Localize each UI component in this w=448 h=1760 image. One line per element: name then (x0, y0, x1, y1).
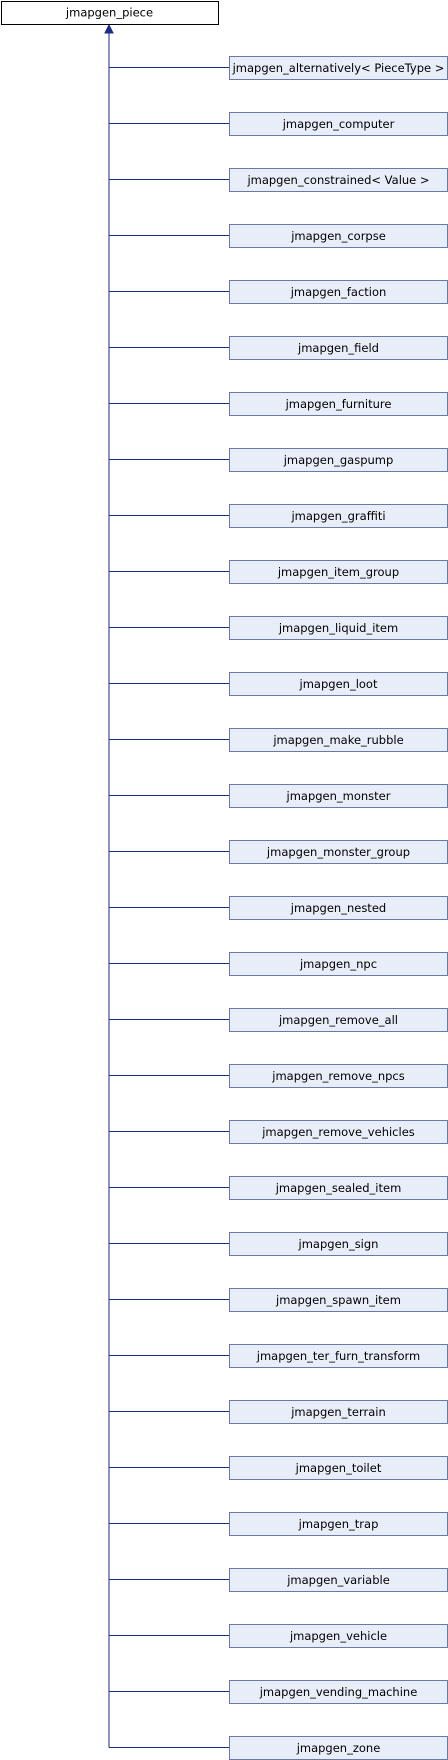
derived-class-label: jmapgen_nested (290, 901, 386, 915)
derived-class-node[interactable]: jmapgen_liquid_item (229, 616, 448, 640)
derived-class-node[interactable]: jmapgen_monster (229, 784, 448, 808)
derived-class-node[interactable]: jmapgen_remove_vehicles (229, 1120, 448, 1144)
derived-class-node[interactable]: jmapgen_alternatively< PieceType > (229, 56, 448, 80)
derived-class-label: jmapgen_monster_group (266, 845, 410, 859)
derived-class-node[interactable]: jmapgen_remove_all (229, 1008, 448, 1032)
derived-class-label: jmapgen_item_group (277, 565, 399, 579)
derived-class-node[interactable]: jmapgen_terrain (229, 1400, 448, 1424)
derived-class-label: jmapgen_graffiti (290, 509, 385, 523)
derived-class-label: jmapgen_vehicle (289, 1629, 387, 1643)
derived-class-node[interactable]: jmapgen_make_rubble (229, 728, 448, 752)
derived-class-label: jmapgen_make_rubble (272, 733, 403, 747)
derived-class-label: jmapgen_variable (286, 1573, 390, 1587)
derived-class-label: jmapgen_alternatively< PieceType > (232, 61, 445, 75)
derived-class-node[interactable]: jmapgen_furniture (229, 392, 448, 416)
derived-class-node[interactable]: jmapgen_sign (229, 1232, 448, 1256)
derived-class-node[interactable]: jmapgen_vehicle (229, 1624, 448, 1648)
base-class-node[interactable]: jmapgen_piece (1, 1, 219, 25)
derived-class-node[interactable]: jmapgen_variable (229, 1568, 448, 1592)
derived-class-node[interactable]: jmapgen_toilet (229, 1456, 448, 1480)
derived-class-label: jmapgen_remove_all (278, 1013, 398, 1027)
derived-class-label: jmapgen_corpse (290, 229, 386, 243)
derived-class-node[interactable]: jmapgen_faction (229, 280, 448, 304)
derived-class-label: jmapgen_remove_vehicles (261, 1125, 415, 1139)
derived-class-label: jmapgen_terrain (290, 1405, 386, 1419)
derived-class-label: jmapgen_toilet (295, 1461, 382, 1475)
derived-class-label: jmapgen_sealed_item (275, 1181, 402, 1195)
derived-class-label: jmapgen_faction (290, 285, 387, 299)
derived-class-node[interactable]: jmapgen_spawn_item (229, 1288, 448, 1312)
derived-class-node[interactable]: jmapgen_npc (229, 952, 448, 976)
derived-class-node[interactable]: jmapgen_zone (229, 1736, 448, 1760)
derived-class-node[interactable]: jmapgen_field (229, 336, 448, 360)
derived-class-list: jmapgen_alternatively< PieceType > jmapge… (229, 56, 448, 1760)
derived-class-node[interactable]: jmapgen_sealed_item (229, 1176, 448, 1200)
derived-class-node[interactable]: jmapgen_corpse (229, 224, 448, 248)
derived-class-label: jmapgen_ter_furn_transform (256, 1349, 421, 1363)
derived-class-label: jmapgen_computer (282, 117, 395, 131)
derived-class-node[interactable]: jmapgen_graffiti (229, 504, 448, 528)
derived-class-node[interactable]: jmapgen_trap (229, 1512, 448, 1536)
derived-class-node[interactable]: jmapgen_loot (229, 672, 448, 696)
inheritance-arrowhead (104, 23, 114, 34)
derived-class-label: jmapgen_constrained< Value > (246, 173, 429, 187)
derived-class-label: jmapgen_sign (298, 1237, 379, 1251)
derived-class-label: jmapgen_spawn_item (275, 1293, 401, 1307)
derived-class-label: jmapgen_field (297, 341, 379, 355)
derived-class-label: jmapgen_zone (296, 1741, 381, 1755)
derived-class-node[interactable]: jmapgen_item_group (229, 560, 448, 584)
derived-class-label: jmapgen_vending_machine (259, 1685, 418, 1699)
derived-class-node[interactable]: jmapgen_computer (229, 112, 448, 136)
derived-class-node[interactable]: jmapgen_nested (229, 896, 448, 920)
derived-class-label: jmapgen_loot (299, 677, 378, 691)
derived-class-label: jmapgen_monster (286, 789, 391, 803)
derived-class-node[interactable]: jmapgen_vending_machine (229, 1680, 448, 1704)
derived-class-node[interactable]: jmapgen_ter_furn_transform (229, 1344, 448, 1368)
derived-class-label: jmapgen_gaspump (283, 453, 394, 467)
derived-class-node[interactable]: jmapgen_remove_npcs (229, 1064, 448, 1088)
derived-class-label: jmapgen_liquid_item (278, 621, 398, 635)
derived-class-node[interactable]: jmapgen_monster_group (229, 840, 448, 864)
derived-class-label: jmapgen_trap (298, 1517, 379, 1531)
base-class-box (1, 1, 219, 25)
derived-class-node[interactable]: jmapgen_gaspump (229, 448, 448, 472)
derived-class-label: jmapgen_npc (299, 957, 377, 971)
derived-class-label: jmapgen_furniture (285, 397, 392, 411)
inheritance-edges (104, 23, 229, 1748)
derived-class-node[interactable]: jmapgen_constrained< Value > (229, 168, 448, 192)
derived-class-label: jmapgen_remove_npcs (271, 1069, 404, 1083)
base-class-label: jmapgen_piece (65, 6, 153, 20)
